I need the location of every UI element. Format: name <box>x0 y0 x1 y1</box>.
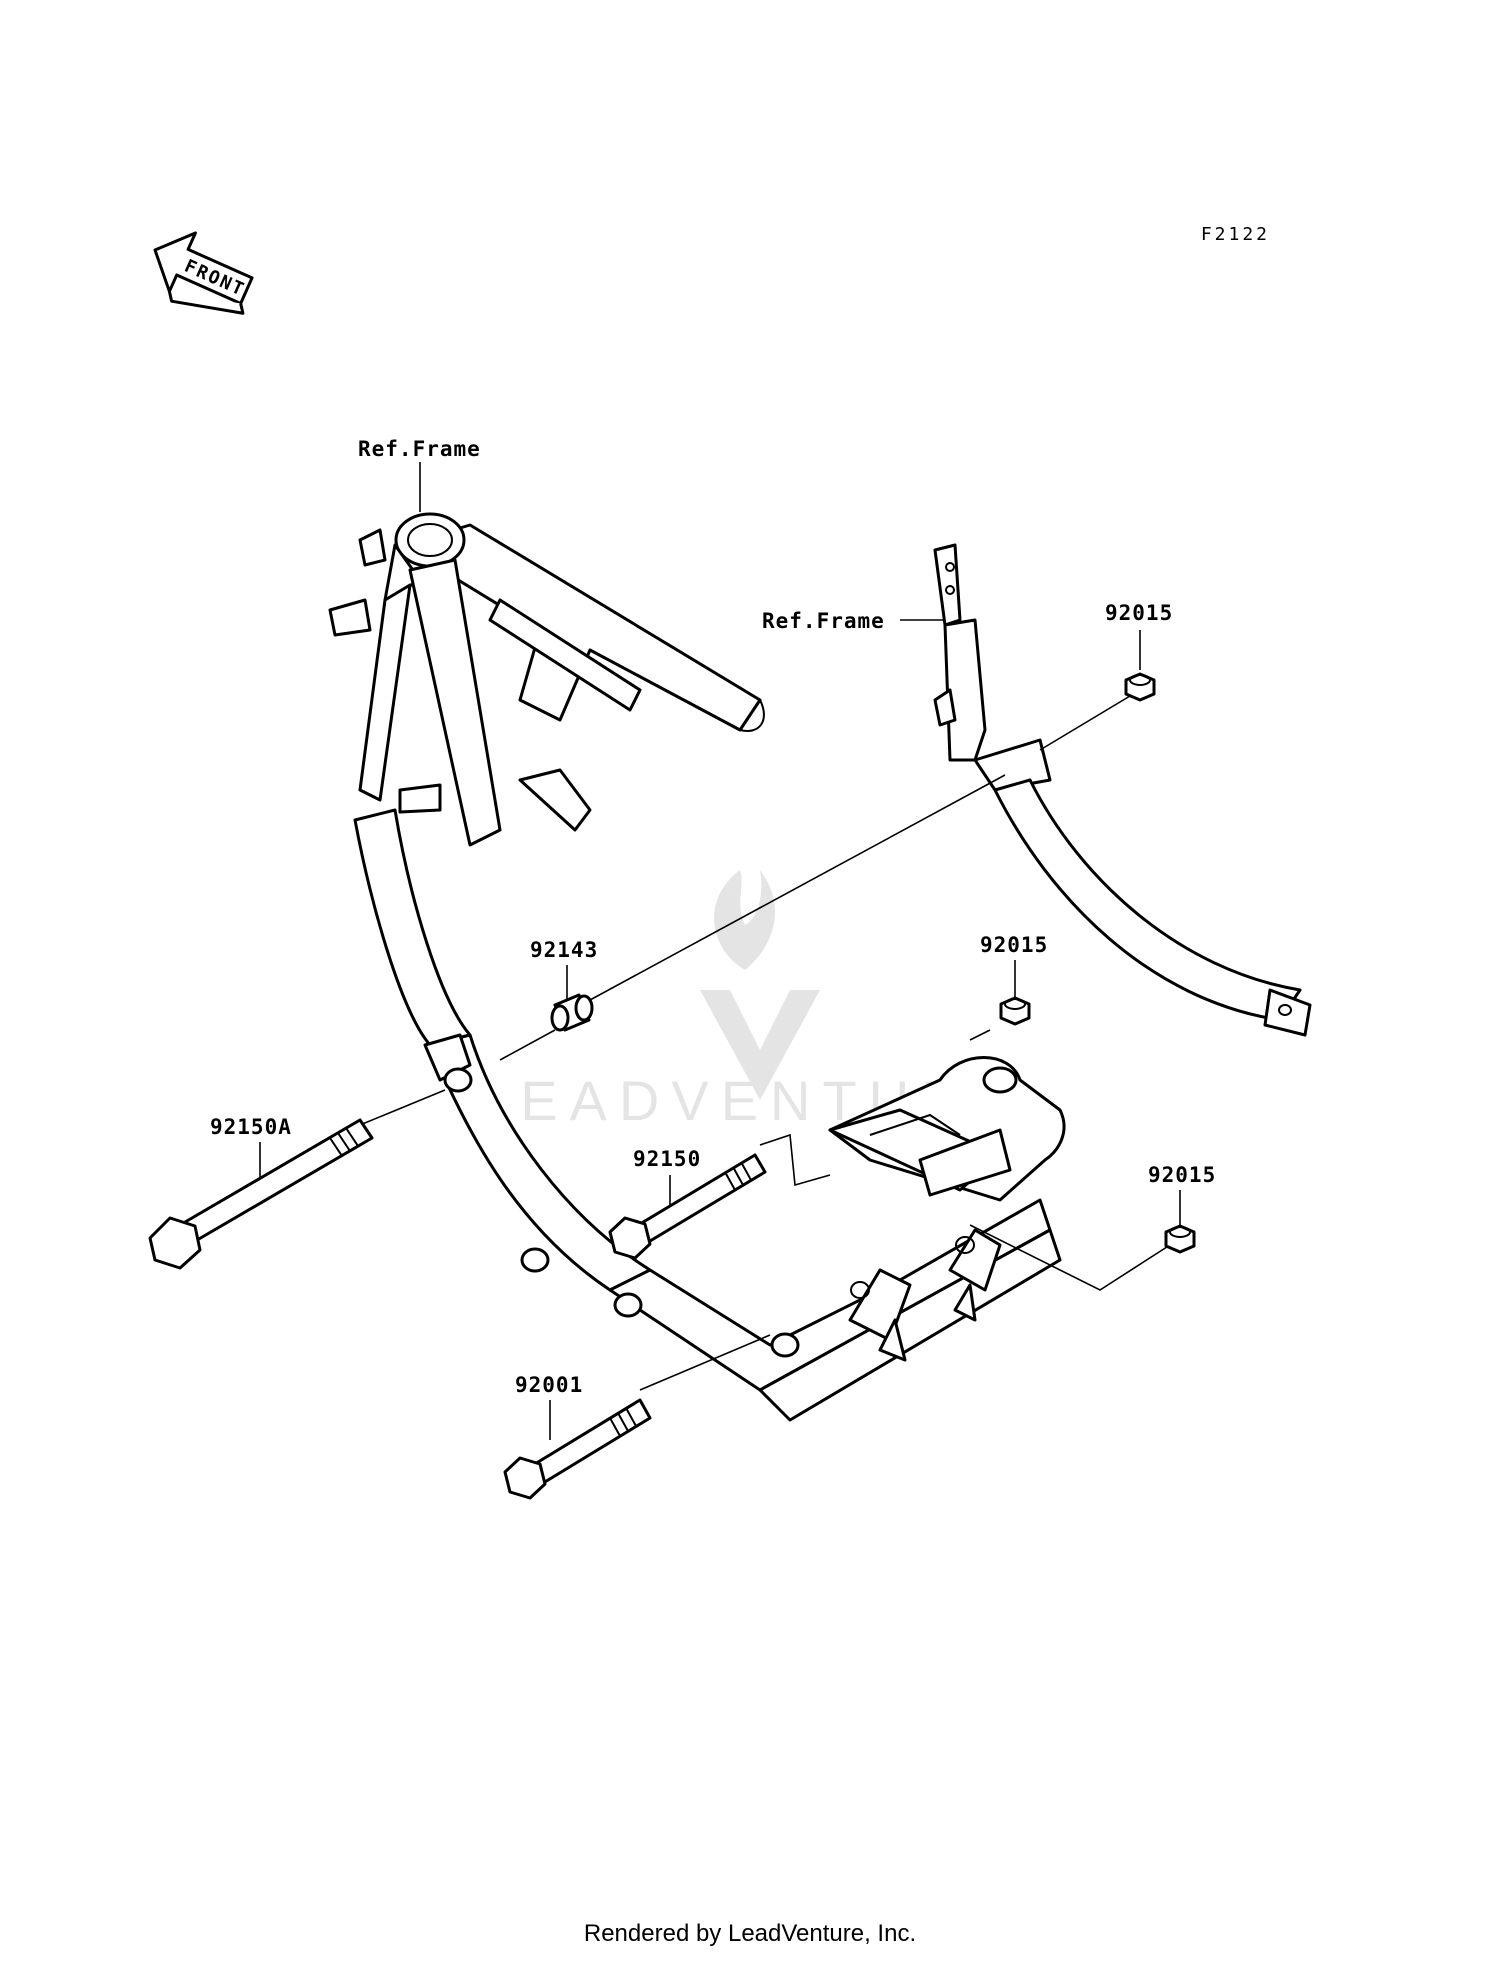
part-label-92015-mid: 92015 <box>980 933 1048 957</box>
bolt-92150a <box>148 1118 374 1270</box>
nut-92015-top <box>1124 672 1156 702</box>
footer-credit: Rendered by LeadVenture, Inc. <box>583 1920 917 1947</box>
part-label-92150a: 92150A <box>210 1115 292 1139</box>
main-frame <box>328 512 1062 1422</box>
part-label-92143: 92143 <box>530 938 598 962</box>
ref-frame-label-right: Ref.Frame <box>762 609 885 633</box>
collar-92143 <box>550 993 594 1032</box>
part-label-92001: 92001 <box>515 1373 583 1397</box>
figure-code: F2122 <box>1201 224 1270 245</box>
front-arrow: FRONT <box>153 231 254 315</box>
part-label-92150: 92150 <box>633 1147 701 1171</box>
rear-frame <box>933 543 1312 1037</box>
bolt-92150 <box>608 1153 767 1260</box>
nut-92015-low <box>1164 1224 1196 1254</box>
ref-frame-label-left: Ref.Frame <box>358 437 481 461</box>
part-label-92015-top: 92015 <box>1105 601 1173 625</box>
leader-lines <box>259 462 1181 1440</box>
bolt-92001 <box>503 1398 652 1500</box>
part-label-92015-low: 92015 <box>1148 1163 1216 1187</box>
nut-92015-mid <box>999 996 1031 1026</box>
rear-crossmember <box>828 1056 1066 1202</box>
